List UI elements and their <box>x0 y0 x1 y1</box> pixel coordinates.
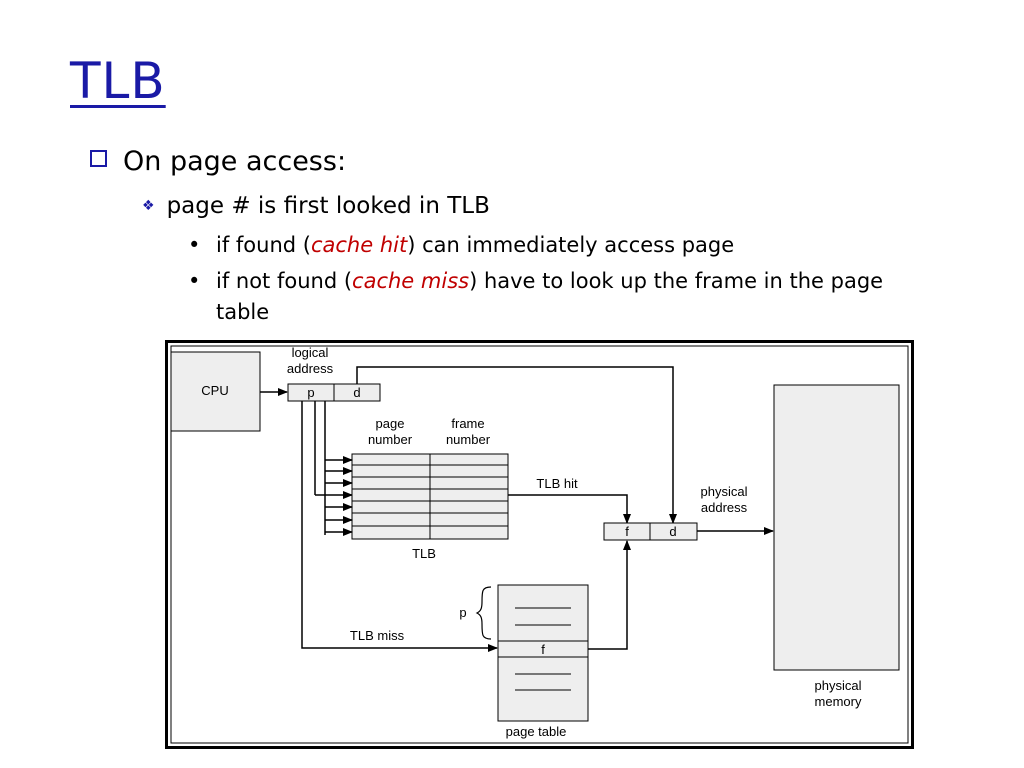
slide-title: TLB <box>70 52 166 110</box>
cache-hit-emphasis: cache hit <box>310 233 408 257</box>
physical-d-label: d <box>669 524 676 539</box>
physical-address-label-2: address <box>701 500 748 515</box>
physical-f-label: f <box>625 524 629 539</box>
bullet-level3-cache-hit: • if found (cache hit) can immediately a… <box>188 230 908 261</box>
page-table-row-lines <box>515 607 571 691</box>
page-table-to-frame-arrow <box>588 540 631 650</box>
diagram-inner-frame <box>170 345 909 744</box>
bullet-level1-text: On page access: <box>123 146 347 177</box>
page-table-p-label: p <box>459 605 466 620</box>
logical-address-label-2: address <box>287 361 334 376</box>
page-table-f-label: f <box>541 642 545 657</box>
logical-d-label: d <box>353 385 360 400</box>
cache-miss-pre: if not found ( <box>216 269 353 293</box>
tlb-miss-arrow <box>301 401 498 652</box>
page-table-label: page table <box>506 724 567 739</box>
square-bullet-icon <box>90 150 107 167</box>
tlb-miss-label: TLB miss <box>350 628 405 643</box>
physical-memory-box <box>773 384 900 671</box>
cpu-label: CPU <box>201 383 228 398</box>
page-index-brace-icon <box>475 586 492 640</box>
frame-number-label-2: number <box>446 432 491 447</box>
bullet-level3-cache-miss: • if not found (cache miss) have to look… <box>188 266 908 328</box>
cpu-box <box>170 351 261 432</box>
bullet-level2-text: page # is first looked in TLB <box>166 193 490 219</box>
physical-memory-label-1: physical <box>815 678 862 693</box>
offset-arrow <box>356 366 677 524</box>
dot-bullet-icon: • <box>188 269 201 293</box>
tlb-entry-arrows <box>325 456 353 536</box>
logical-address-label-1: logical <box>292 345 329 360</box>
diamond-bullet-icon: ❖ <box>142 198 155 214</box>
cache-miss-emphasis: cache miss <box>352 269 470 293</box>
dot-bullet-icon: • <box>188 233 201 257</box>
cache-hit-pre: if found ( <box>216 233 311 257</box>
cache-hit-post: ) can immediately access page <box>407 233 735 257</box>
logical-p-label: p <box>307 385 314 400</box>
tlb-diagram: CPU logical address p d page number fram… <box>165 340 914 749</box>
cache-miss-post: ) have to look up the frame in the page … <box>216 269 884 324</box>
tlb-label: TLB <box>412 546 436 561</box>
physical-address-label-1: physical <box>701 484 748 499</box>
tlb-rows <box>352 464 508 527</box>
page-number-label-1: page <box>376 416 405 431</box>
frame-number-label-1: frame <box>451 416 484 431</box>
bullet-level2: ❖ page # is first looked in TLB <box>142 193 490 219</box>
physical-memory-label-2: memory <box>815 694 862 709</box>
bullet-level1: On page access: <box>90 146 346 177</box>
tlb-hit-label: TLB hit <box>536 476 578 491</box>
page-number-label-2: number <box>368 432 413 447</box>
tlb-hit-arrow <box>508 494 631 524</box>
